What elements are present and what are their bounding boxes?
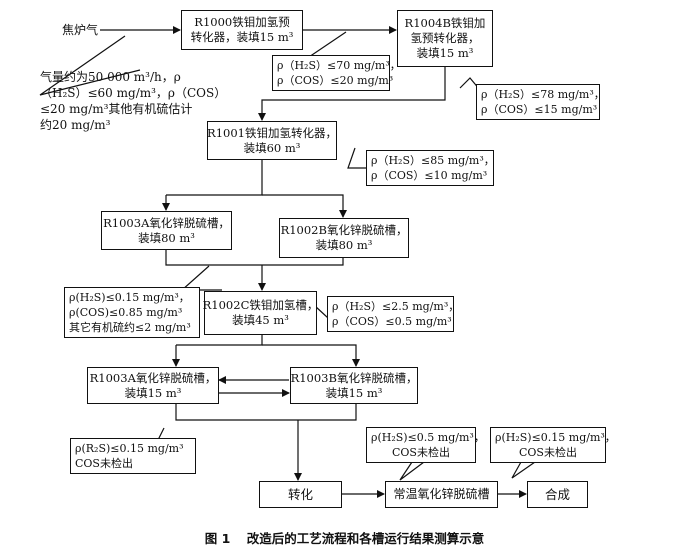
note-before-ambient-line-1: ρ(H₂S)≤0.5 mg/m³， [371,431,485,444]
callout-leader-after-r1001 [347,147,368,169]
box-conversion-label: 转化 [287,487,313,502]
note-after-r1004b: ρ（H₂S）≤78 mg/m³， ρ（COS）≤15 mg/m³ [476,84,605,120]
box-r1003a-zno-15: R1003A氧化锌脱硫槽， 装填15 m³ [87,367,219,404]
inlet-note-line-2: （H₂S）≤60 mg/m³，ρ（COS） [40,86,227,100]
note-after-zno-line-2: ρ(COS)≤0.85 mg/m³ [69,306,183,319]
box-r1004b-line-3: 装填15 m³ [416,46,474,60]
box-r1000-pre-converter: R1000铁钼加氢预 转化器，装填15 m³ [181,10,303,50]
note-after-r1004b-line-2: ρ（COS）≤15 mg/m³ [481,103,598,116]
flow-line-r1003-merge [175,404,357,421]
flow-line-r1001-split [166,160,263,196]
box-ambient-zno-label: 常温氧化锌脱硫槽 [393,487,490,501]
flow-arrow-to-r1002b [262,194,347,218]
note-before-ambient-line-2: COS未检出 [392,446,450,459]
note-after-ambient-line-2: COS未检出 [519,446,577,459]
box-r1000-line-2: 转化器，装填15 m³ [190,30,294,44]
box-r1001-line-1: R1001铁钼加氢转化器， [207,125,337,140]
inlet-note-line-1: 气量约为50 000 m³/h，ρ [40,70,181,84]
note-after-r1000: ρ（H₂S）≤70 mg/m³， ρ（COS）≤20 mg/m³ [272,55,401,91]
box-conversion: 转化 [259,481,342,508]
box-r1002b-zno-80: R1002B氧化锌脱硫槽， 装填80 m³ [279,218,409,258]
note-after-ambient-zno: ρ(H₂S)≤0.15 mg/m³， COS未检出 [490,427,616,463]
note-after-zno-beds: ρ(H₂S)≤0.15 mg/m³， ρ(COS)≤0.85 mg/m³ 其它有… [64,287,200,338]
inlet-note-line-3: ≤20 mg/m³其他有机硫估计 [40,102,193,116]
callout-leader-inlet [39,35,141,96]
note-after-r1000-line-2: ρ（COS）≤20 mg/m³ [277,74,394,87]
box-r1003a-bottom-line-2: 装填15 m³ [124,385,182,400]
box-r1001-converter: R1001铁钼加氢转化器， 装填60 m³ [207,121,337,160]
note-after-r1003-line-1: ρ(R₂S)≤0.15 mg/m³ [75,442,184,455]
figure-number: 图 1 [204,531,231,546]
flow-arrow-r1004b-r1001 [258,67,446,121]
note-after-r1001-line-1: ρ（H₂S）≤85 mg/m³， [371,154,495,167]
box-r1003a-top-line-1: R1003A氧化锌脱硫槽， [103,215,230,230]
box-r1001-line-2: 装填60 m³ [243,140,301,155]
inlet-gas-note: 气量约为50 000 m³/h，ρ （H₂S）≤60 mg/m³，ρ（COS） … [40,69,226,133]
flow-arrow-to-r1003b [262,344,360,367]
box-r1002c-line-1: R1002C铁钼加氢槽， [202,298,319,312]
box-r1002b-line-2: 装填80 m³ [315,238,373,252]
figure-title: 改造后的工艺流程和各槽运行结果测算示意 [246,531,485,546]
note-after-zno-line-1: ρ(H₂S)≤0.15 mg/m³， [69,291,190,304]
box-r1003b-line-1: R1003B氧化锌脱硫槽， [290,370,418,385]
inlet-note-line-4: 约20 mg/m³ [40,118,111,132]
note-after-ambient-line-1: ρ(H₂S)≤0.15 mg/m³， [495,431,616,444]
note-after-r1001: ρ（H₂S）≤85 mg/m³， ρ（COS）≤10 mg/m³ [366,150,495,186]
box-r1003b-zno-15: R1003B氧化锌脱硫槽， 装填15 m³ [290,367,418,404]
box-r1003a-zno-80: R1003A氧化锌脱硫槽， 装填80 m³ [101,211,232,250]
box-r1004b-pre-converter: R1004B铁钼加 氢预转化器， 装填15 m³ [397,10,493,67]
box-r1000-line-1: R1000铁钼加氢预 [194,15,290,29]
note-after-r1002c: ρ（H₂S）≤2.5 mg/m³， ρ（COS）≤0.5 mg/m³ [327,296,460,332]
box-r1002b-line-1: R1002B氧化锌脱硫槽， [280,223,408,237]
box-synthesis-label: 合成 [544,487,570,502]
box-r1003b-line-2: 装填15 m³ [325,385,383,400]
box-ambient-zno: 常温氧化锌脱硫槽 [385,481,498,508]
box-r1003a-top-line-2: 装填80 m³ [138,230,195,245]
callout-leader-after-ambient [511,461,536,479]
box-r1003a-bottom-line-1: R1003A氧化锌脱硫槽， [89,370,217,385]
note-after-r1001-line-2: ρ（COS）≤10 mg/m³ [371,169,488,182]
figure-caption: 图 1 改造后的工艺流程和各槽运行结果测算示意 [0,528,689,547]
note-after-r1003: ρ(R₂S)≤0.15 mg/m³ COS未检出 [70,438,196,474]
note-after-r1003-line-2: COS未检出 [75,457,133,470]
box-r1002c-hydrogenation: R1002C铁钼加氢槽， 装填45 m³ [202,291,319,335]
note-after-r1002c-line-1: ρ（H₂S）≤2.5 mg/m³， [332,300,460,313]
flow-line-merge-zno [165,250,344,266]
note-after-zno-line-3: 其它有机硫约≤2 mg/m³ [69,321,191,334]
note-after-r1002c-line-2: ρ（COS）≤0.5 mg/m³ [332,315,452,328]
note-before-ambient-zno: ρ(H₂S)≤0.5 mg/m³， COS未检出 [366,427,485,463]
source-label: 焦炉气 [62,23,99,37]
note-after-r1004b-line-1: ρ（H₂S）≤78 mg/m³， [481,88,605,101]
box-r1002c-line-2: 装填45 m³ [232,313,289,327]
callout-leader-before-ambient [399,461,425,481]
box-r1004b-line-1: R1004B铁钼加 [404,16,486,30]
note-after-r1000-line-1: ρ（H₂S）≤70 mg/m³， [277,59,401,72]
box-r1004b-line-2: 氢预转化器， [410,31,480,45]
box-synthesis: 合成 [527,481,588,508]
